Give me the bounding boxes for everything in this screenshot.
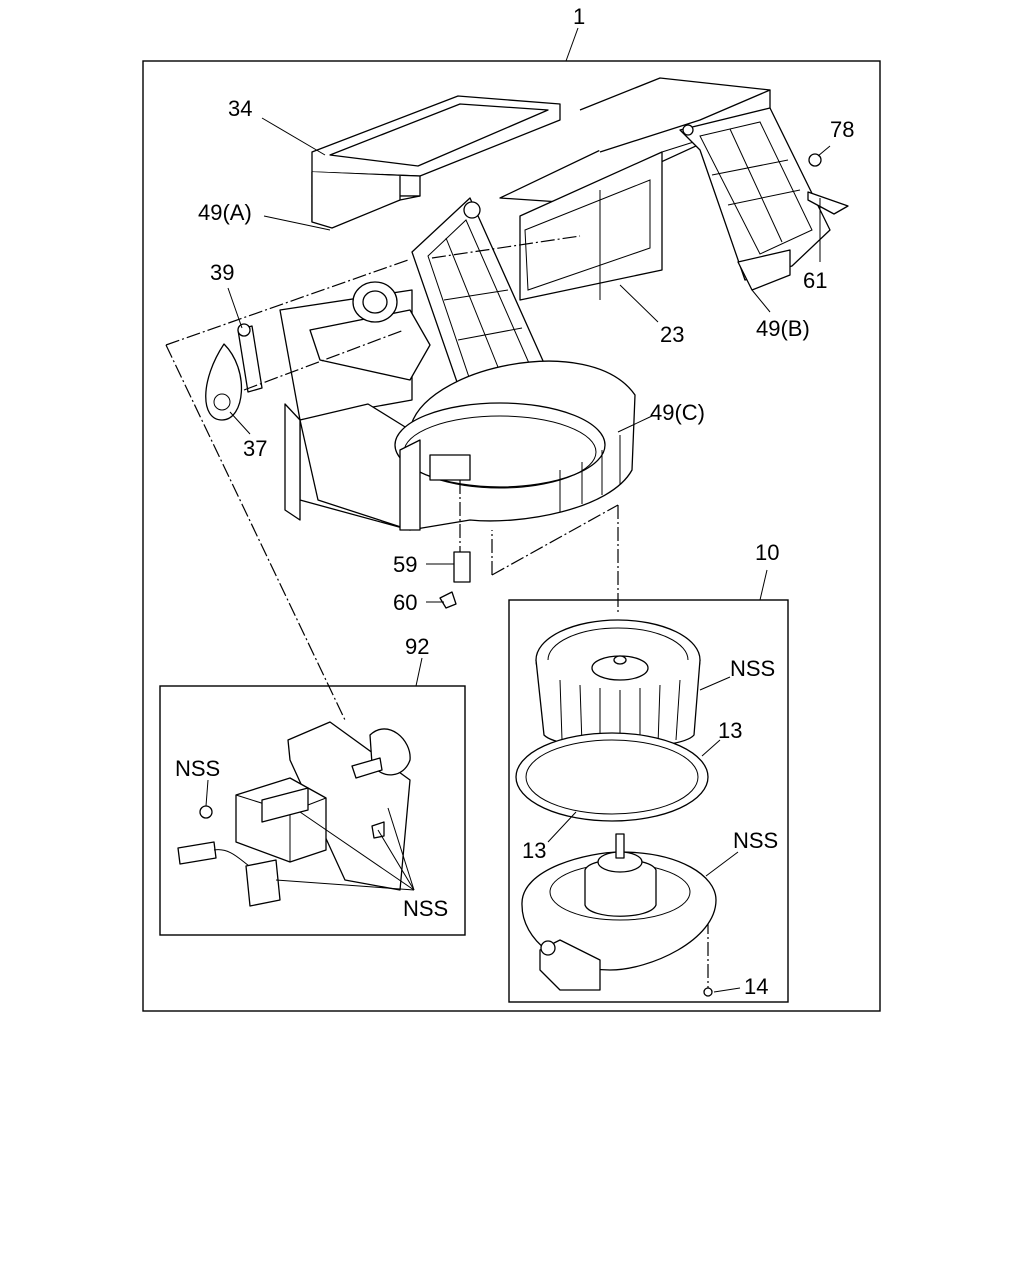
- callout-nss-fan: NSS: [730, 656, 775, 681]
- callout-60: 60: [393, 590, 417, 615]
- callout-49c: 49(C): [650, 400, 705, 425]
- callout-23: 23: [660, 322, 684, 347]
- resistor-part: [177, 721, 411, 907]
- callout-49a: 49(A): [198, 200, 252, 225]
- callout-10: 10: [755, 540, 779, 565]
- callout-nss-resistor: NSS: [403, 896, 448, 921]
- upper-case-part: [205, 77, 849, 609]
- blower-fan-part: [535, 619, 701, 749]
- resistor-kit-frame: [159, 685, 466, 936]
- blower-motor-part: [521, 833, 717, 997]
- callout-61: 61: [803, 268, 827, 293]
- callout-13-upper: 13: [718, 718, 742, 743]
- callout-49b: 49(B): [756, 316, 810, 341]
- callout-78: 78: [830, 117, 854, 142]
- blower-kit-frame: [508, 599, 789, 1003]
- callout-nss-screw: NSS: [175, 756, 220, 781]
- callout-92: 92: [405, 634, 429, 659]
- assembly-leader: [565, 27, 579, 62]
- callout-39: 39: [210, 260, 234, 285]
- callout-nss-motor: NSS: [733, 828, 778, 853]
- callout-1: 1: [573, 4, 585, 29]
- gasket-part: [515, 732, 709, 822]
- assembly-frame: [142, 60, 881, 1012]
- callout-37: 37: [243, 436, 267, 461]
- callout-59: 59: [393, 552, 417, 577]
- callout-13-lower: 13: [522, 838, 546, 863]
- callout-34: 34: [228, 96, 252, 121]
- callout-14: 14: [744, 974, 768, 999]
